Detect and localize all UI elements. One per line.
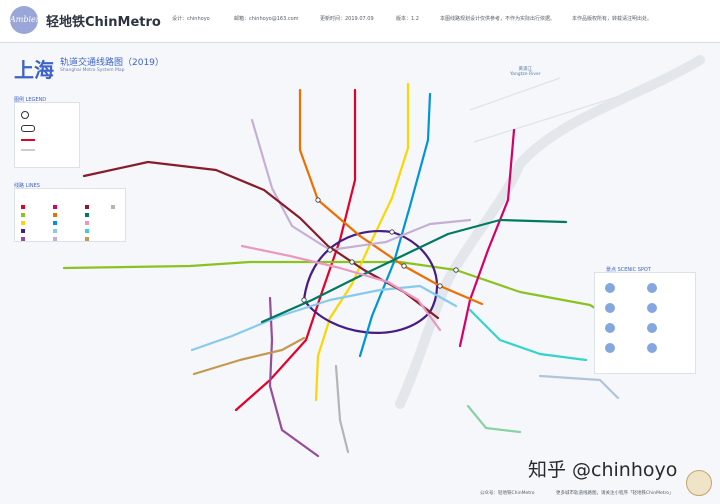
line-pujiang-path [334,364,350,454]
museum-icon [605,303,615,313]
line-chip [85,210,89,225]
header-bar: Ambient 轻地铁ChinMetro 设计：chinhoyo 邮箱：chin… [0,0,720,43]
line-chip [53,218,57,233]
stadium-icon [605,343,615,353]
line-13-path [240,244,442,332]
line-chip [53,194,57,209]
disclaimer-text: 本图线路规划设计仅供参考，不作为实际出行依据。 [440,16,556,22]
line-8-path [358,92,432,358]
line-12-path [260,218,568,324]
metro-lines [62,82,620,458]
version-text: 版本：1.2 [396,16,419,22]
line-chip [53,226,57,241]
station-marker [401,263,407,269]
line-2-path [62,260,620,324]
transfer-symbol-icon [21,125,35,132]
line-4-path [302,230,439,334]
station-marker [327,247,333,253]
temple-icon [605,323,615,333]
yangtze-outline [469,77,561,111]
river-label: 黄浦江 Yangtze River [510,66,541,77]
brand-logo: Ambient [10,6,44,34]
landmark-icon [605,283,615,293]
map-title-english: Shanghai Metro System Map [60,68,125,73]
line-6-path [458,128,516,348]
station-marker [437,283,443,289]
park-icon [647,303,657,313]
email-text: 邮箱：chinhoyo@163.com [234,16,299,22]
line-11-path [82,160,440,320]
line-chip [85,218,89,233]
line-chip [21,226,25,241]
watermark-text: 知乎 @chinhoyo [528,459,678,481]
river-shape [395,55,705,409]
station-marker [453,267,459,273]
line-symbol-icon [21,139,35,141]
line-chip [53,202,57,217]
metro-map [62,55,705,458]
line-chip [111,194,115,209]
line-extension-path [538,374,620,400]
legend-title: 图例 LEGEND [14,97,47,103]
line-south-path [466,404,522,434]
line-17-path [192,336,306,376]
scenic-panel [594,272,696,374]
station-marker [389,229,395,235]
line-3-path [314,82,410,402]
line-5-path [268,296,320,458]
lines-panel [14,188,126,242]
airport-icon [647,343,657,353]
line-chip [21,194,25,209]
line-16-path [468,308,588,362]
station-marker [315,197,321,203]
bridge-icon [647,323,657,333]
station-symbol-icon [21,111,29,119]
seal-emblem-icon [686,470,712,496]
line-chip [21,218,25,233]
tower-icon [647,283,657,293]
footer-note: 更多城市轨道线路图，请关注小程序「轻地铁ChinMetro」 [556,491,674,496]
copyright-text: 本作品版权所有，转载请注明出处。 [572,16,653,22]
station-markers [301,197,459,303]
scenic-title: 景点 SCENIC SPOT [606,267,651,273]
station-marker [349,259,355,265]
river-name: 黄浦江 [518,67,533,72]
line-chip [21,202,25,217]
line-9-path [190,284,458,352]
line-chip [53,210,57,225]
line-10-path [250,118,472,252]
line-chip [85,194,89,209]
station-marker [301,297,307,303]
brand-name: 轻地铁ChinMetro [46,15,161,30]
line-chip [21,210,25,225]
map-title: 轨道交通线路图（2019） [60,58,164,68]
river-name-english: Yangtze River [510,72,541,77]
designer-text: 设计：chinhoyo [172,16,210,22]
city-title: 上海 [14,58,54,82]
lines-title: 线路 LINES [14,183,40,189]
wechat-text: 公众号：轻地铁ChinMetro [480,491,535,496]
legend-panel [14,102,80,168]
line-chip [85,226,89,241]
updated-text: 更新时间：2019.07.09 [320,16,374,22]
planned-line-symbol-icon [21,149,35,151]
river-outline-2 [473,95,621,143]
line-chip [85,202,89,217]
